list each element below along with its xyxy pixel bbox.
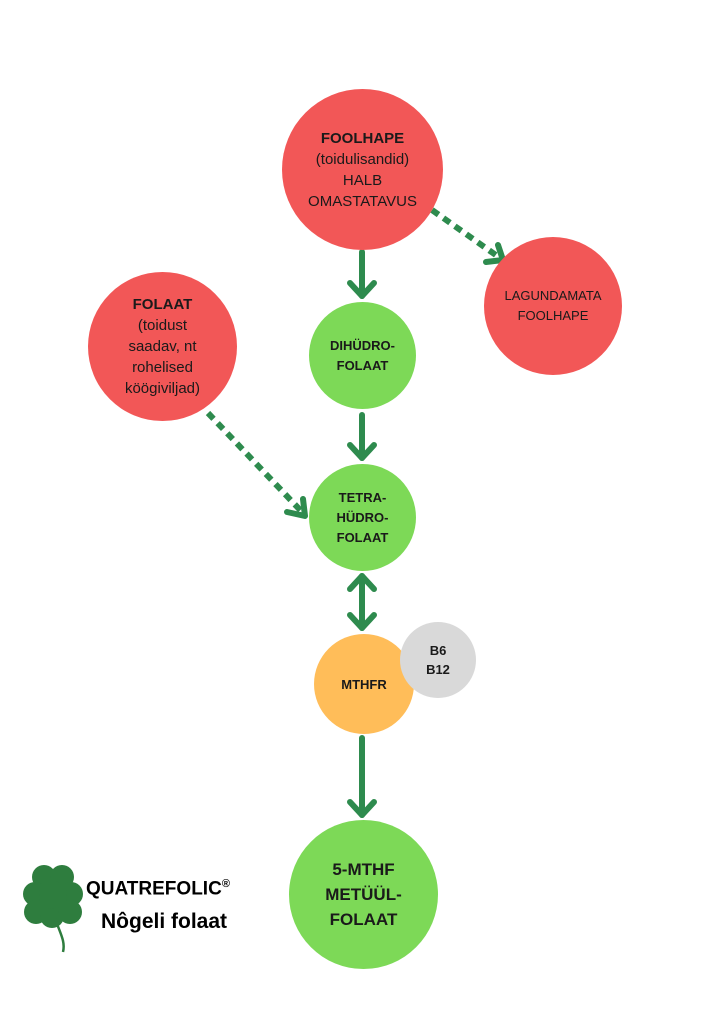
cofactor-line-2: B12 — [426, 662, 450, 677]
foolhape-title: FOOLHAPE — [320, 129, 405, 147]
folaat-line-4: köögiviljad) — [124, 380, 201, 397]
foolhape-line-1: (toidulisandid) — [315, 150, 410, 168]
registered-mark: ® — [221, 878, 230, 890]
brand-name-text: QUATREFOLIC — [86, 878, 222, 900]
cofactor-b6-b12-node: B6 B12 — [400, 622, 476, 698]
brand-block: QUATREFOLIC® Nôgeli folaat — [22, 862, 302, 957]
arrow-dihudro-to-tetra — [347, 412, 377, 461]
lagundamata-line-2: FOOLHAPE — [517, 308, 589, 323]
brand-subtitle: Nôgeli folaat — [101, 910, 228, 933]
arrow-foolhape-to-dihudro — [347, 249, 377, 299]
arrow-foolhape-to-lagundamata-dashed — [430, 207, 506, 265]
brand-name: QUATREFOLIC® — [86, 878, 230, 900]
dihudro-line-1: DIHÜDRO- — [330, 337, 395, 353]
arrow-mthfr-to-5mthf — [347, 735, 377, 818]
folaat-line-2: saadav, nt — [128, 338, 197, 355]
mthf-line-2: METÜÜL- — [325, 885, 402, 904]
foolhape-line-3: OMASTATAVUS — [308, 192, 417, 210]
tetrahudrofolaat-node: TETRA- HÜDRO- FOLAAT — [309, 464, 416, 571]
arrow-folaat-to-tetra-dashed — [205, 410, 308, 519]
folaat-line-1: (toidust — [137, 317, 188, 334]
lagundamata-line-1: LAGUNDAMATA — [504, 288, 602, 303]
foolhape-node: FOOLHAPE (toidulisandid) HALB OMASTATAVU… — [282, 89, 443, 250]
dihudro-line-2: FOLAAT — [336, 357, 389, 373]
5-mthf-node: 5-MTHF METÜÜL- FOLAAT — [289, 820, 438, 969]
mthfr-node: MTHFR — [314, 634, 414, 734]
mthfr-label: MTHFR — [341, 676, 387, 692]
cofactor-line-1: B6 — [429, 643, 447, 658]
tetra-line-1: TETRA- — [338, 489, 387, 505]
folaat-line-3: rohelised — [132, 359, 193, 376]
foolhape-line-2: HALB — [342, 171, 383, 189]
dihudrofolaat-node: DIHÜDRO- FOLAAT — [309, 302, 416, 409]
tetra-line-2: HÜDRO- — [336, 509, 389, 525]
lagundamata-foolhape-node: LAGUNDAMATA FOOLHAPE — [484, 237, 622, 375]
clover-logo-icon — [23, 865, 83, 953]
mthf-line-1: 5-MTHF — [332, 860, 395, 879]
tetra-line-3: FOLAAT — [336, 529, 389, 545]
folaat-node: FOLAAT (toidust saadav, nt rohelised köö… — [88, 272, 237, 421]
mthf-line-3: FOLAAT — [329, 910, 398, 929]
folaat-title: FOLAAT — [132, 296, 193, 313]
arrow-tetra-mthfr-bidirectional — [347, 573, 377, 631]
